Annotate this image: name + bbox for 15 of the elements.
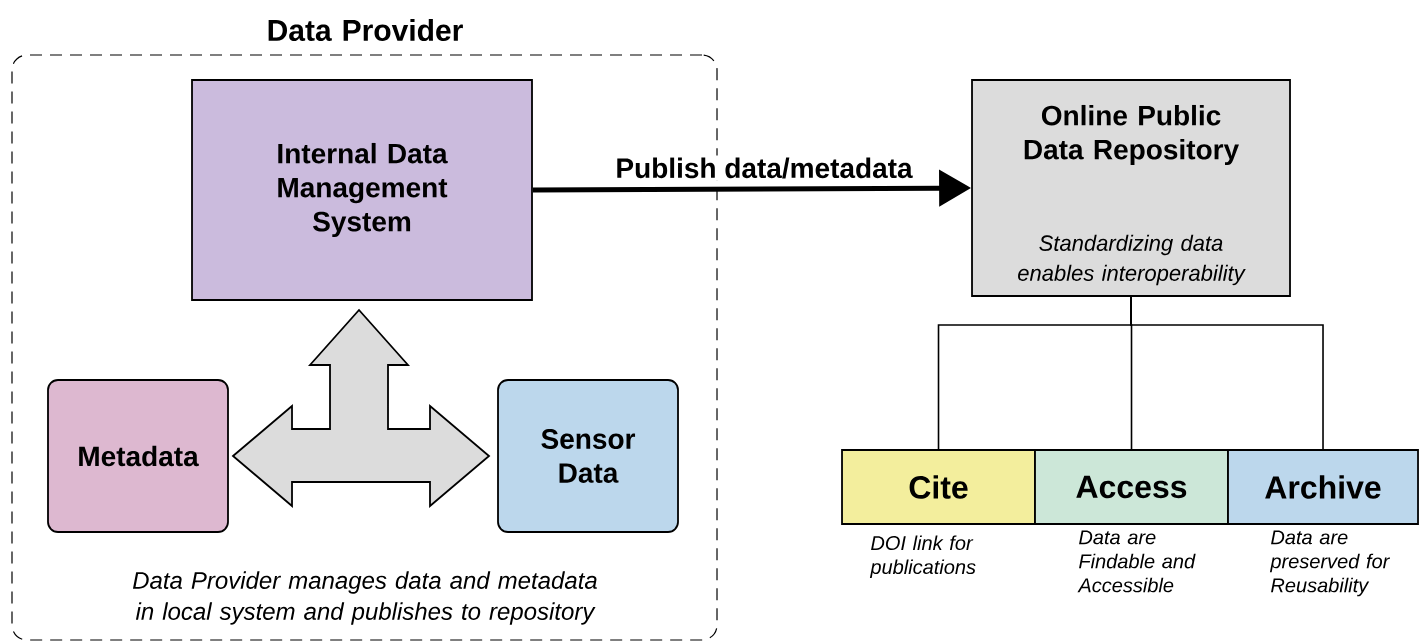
- category-box: Access: [1034, 449, 1229, 525]
- box-note: Data are preserved for Reusability: [1269, 530, 1390, 597]
- box-title: Online Public Data Repository: [1024, 104, 1239, 166]
- box-note: Data are Findable and Accessible: [1077, 530, 1196, 593]
- box-note: DOI link for publications: [869, 535, 976, 579]
- process-box: Internal Data Management System: [191, 79, 533, 301]
- group-title: Data Provider: [268, 19, 463, 41]
- process-box: Metadata: [47, 379, 229, 533]
- group-description: Data Provider manages data and metadata in local system and publishes to repository: [132, 571, 597, 625]
- category-box: Cite: [841, 449, 1036, 525]
- edge-label: Publish data/metadata: [613, 155, 915, 181]
- box-note: Standardizing data enables interoperability: [1018, 234, 1246, 286]
- connector-line: [1130, 296, 1324, 450]
- process-box: Sensor Data: [497, 379, 679, 533]
- category-box: Archive: [1227, 449, 1419, 525]
